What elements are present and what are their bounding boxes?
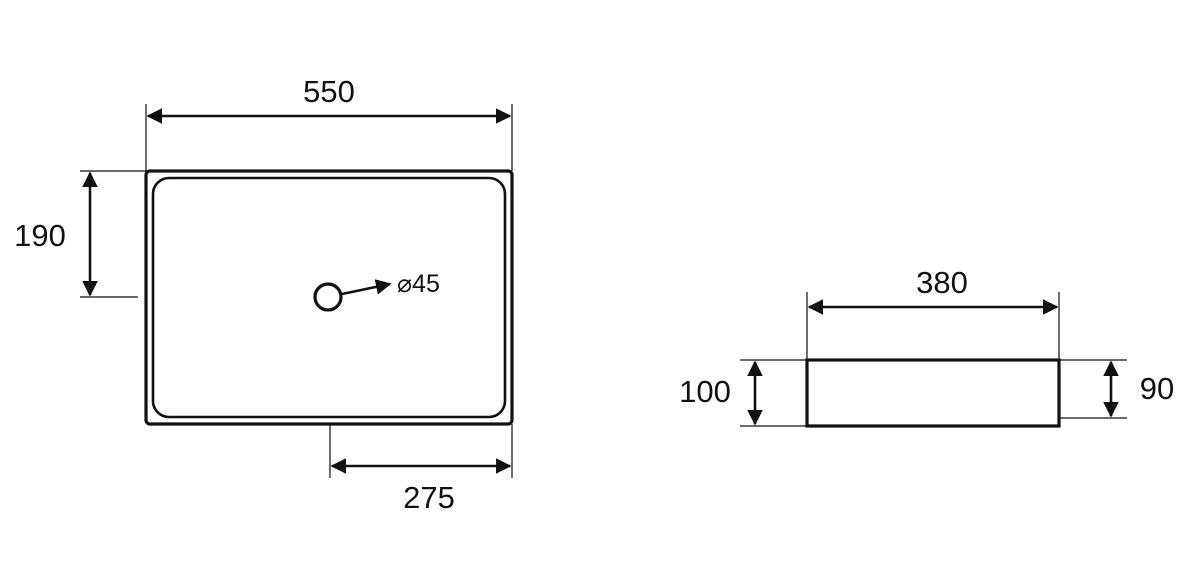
- basin-inner-outline: [151, 176, 507, 419]
- side-width-label: 380: [916, 265, 968, 300]
- width-dimension: 190: [14, 170, 146, 298]
- length-dimension: 550: [145, 74, 513, 171]
- length-label: 550: [303, 74, 355, 109]
- drain-offset-dimension: 275: [329, 424, 513, 515]
- outer-height-dimension: 100: [679, 359, 807, 427]
- inner-depth-dimension: 90: [1059, 359, 1174, 419]
- basin-outer-outline: [144, 169, 514, 426]
- drain-hole: [313, 282, 343, 312]
- basin-side-outline: [805, 358, 1061, 428]
- drain-leader-arrow: [341, 279, 392, 296]
- side-view: 380 100 90: [679, 265, 1174, 428]
- top-view: ⌀45 550 190 275: [14, 74, 514, 515]
- width-label: 190: [14, 218, 66, 253]
- drain-offset-label: 275: [403, 480, 455, 515]
- side-width-dimension: 380: [806, 265, 1060, 360]
- drain-diameter-label: ⌀45: [397, 270, 440, 298]
- inner-depth-label: 90: [1140, 371, 1174, 406]
- outer-height-label: 100: [679, 374, 731, 409]
